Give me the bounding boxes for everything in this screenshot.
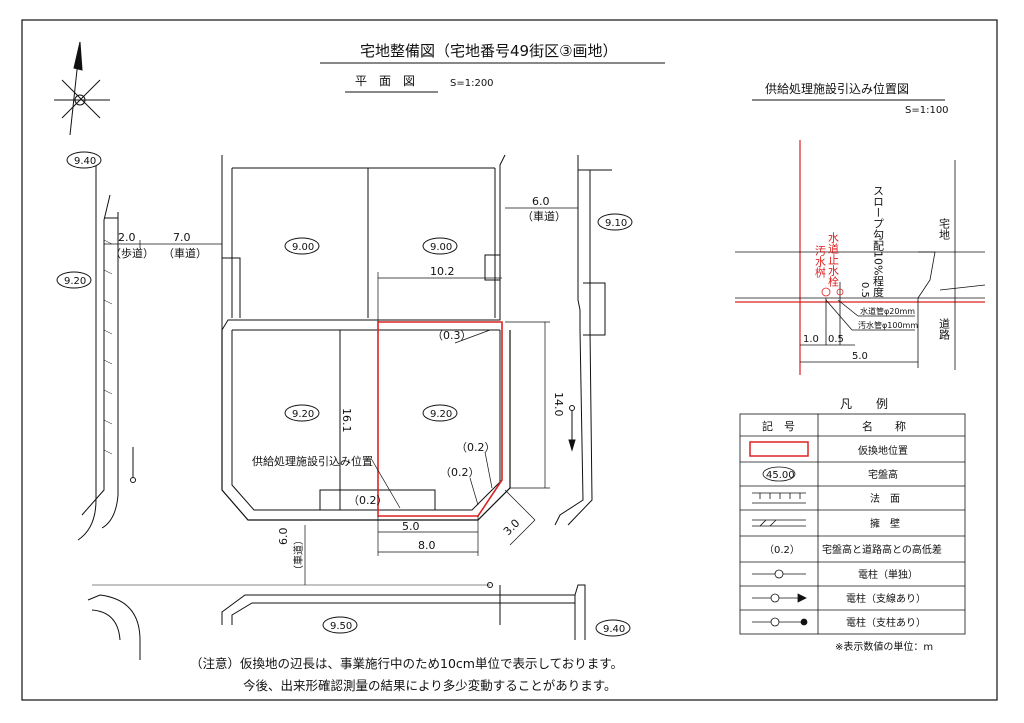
dimension-lines — [104, 207, 578, 585]
dim-bottom-8: 8.0 — [418, 539, 436, 552]
elevation-label: 9.20 — [292, 409, 314, 420]
water-pipe-label: 水道管φ20mm — [860, 306, 915, 316]
elevation-label: 9.40 — [603, 624, 625, 635]
dim-road-left-width: 7.0 — [173, 231, 191, 244]
legend-col-symbol: 記 号 — [762, 419, 795, 433]
slope-label: スロープ勾配10%程度 — [872, 185, 885, 298]
height-diff-label: （0.2） — [348, 494, 388, 507]
plan-label: 平 面 図 — [355, 74, 415, 88]
legend-col-name: 名 称 — [862, 419, 906, 433]
legend-row-label: 擁 壁 — [870, 517, 900, 530]
legend-row-label: 電柱（支柱あり） — [846, 616, 926, 629]
legend-sample-diff: （0.2） — [764, 544, 800, 556]
dim-top-length: 10.2 — [430, 265, 455, 278]
dim-road-right-width: 6.0 — [532, 195, 550, 208]
provisional-lot-outline — [377, 321, 503, 517]
note-line-2: 今後、出来形確認測量の結果により多少変動することがあります。 — [243, 678, 617, 693]
detail-dim-1: 1.0 — [803, 334, 819, 345]
dim-road-right-label: （車道） — [522, 209, 566, 223]
note-line-1: （注意）仮換地の辺長は、事業施行中のため10cm単位で表示しております。 — [190, 656, 623, 671]
elevation-label: 9.10 — [605, 218, 627, 229]
dim-road-left-label: （車道） — [163, 246, 207, 260]
legend-row-label: 電柱（単独） — [858, 568, 918, 581]
sewer-pipe-label: 汚水管φ100mm — [858, 320, 918, 330]
elevation-label: 9.20 — [430, 409, 452, 420]
north-arrow-icon — [54, 41, 110, 136]
drawing-frame — [21, 19, 998, 701]
dim-right-length: 14.0 — [552, 392, 565, 417]
legend-row-label: 宅盤高と道路高との高低差 — [822, 543, 942, 556]
dim-road-bottom-width: 6.0 — [277, 528, 290, 546]
plan-scale: S=1:200 — [450, 78, 494, 89]
supply-position-label: 供給処理施設引込み位置 — [252, 454, 373, 468]
elevation-label: 9.50 — [330, 621, 352, 632]
lot-label: 宅地 — [938, 217, 951, 240]
detail-height: 0.5 — [859, 282, 870, 298]
legend-table — [739, 413, 966, 635]
dim-bottom-5: 5.0 — [402, 520, 420, 533]
legend-title: 凡 例 — [840, 397, 888, 411]
height-diff-label: （0.3） — [432, 329, 472, 342]
water-valve-label: 水道止水栓 — [827, 232, 840, 288]
detail-drawing — [735, 140, 986, 375]
drawing-title: 宅地整備図（宅地番号49街区③画地） — [360, 42, 618, 60]
dim-sidewalk-width: 2.0 — [118, 231, 136, 244]
legend-sample-elev: 45.00 — [766, 470, 795, 481]
legend-row-label: 仮換地位置 — [858, 444, 908, 457]
dim-sidewalk-label: （歩道） — [110, 246, 154, 260]
elevation-label: 9.00 — [430, 242, 452, 253]
height-diff-label: （0.2） — [456, 441, 496, 454]
detail-title: 供給処理施設引込み位置図 — [765, 81, 909, 96]
sewer-box-label: 汚水桝 — [814, 245, 827, 279]
dim-corner: 3.0 — [501, 517, 523, 539]
dim-left-length: 16.1 — [340, 408, 353, 433]
elevation-label: 9.40 — [74, 156, 96, 167]
plan-drawing — [77, 154, 612, 660]
dim-road-bottom-label: （車道） — [292, 535, 305, 575]
unit-note: ※表示数値の単位：m — [835, 640, 933, 653]
legend-row-label: 電柱（支線あり） — [846, 592, 926, 605]
elevation-label: 9.00 — [292, 242, 314, 253]
height-diff-label: （0.2） — [440, 466, 480, 479]
detail-dim-total: 5.0 — [852, 351, 868, 362]
legend-row-label: 法 面 — [870, 492, 900, 505]
elevation-markers — [56, 151, 633, 637]
road-label: 道路 — [938, 317, 951, 341]
elevation-label: 9.20 — [64, 276, 86, 287]
detail-dim-2: 0.5 — [828, 334, 844, 345]
legend-row-label: 宅盤高 — [868, 468, 898, 481]
detail-scale: S=1:100 — [905, 105, 949, 116]
